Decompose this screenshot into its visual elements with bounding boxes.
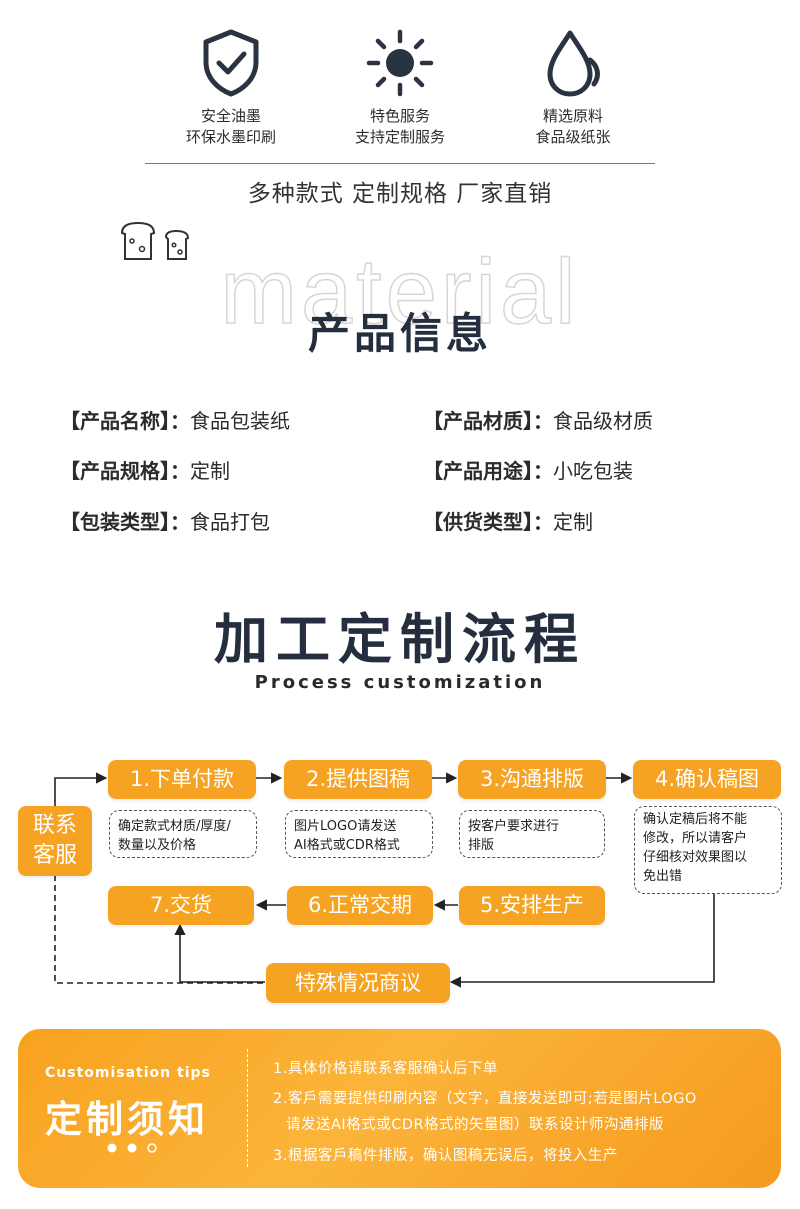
- note-line: 图片LOGO请发送: [294, 819, 397, 834]
- feature-line2: 食品级纸张: [535, 128, 611, 146]
- step-3-layout: 3.沟通排版: [458, 760, 606, 799]
- shield-check-icon: [203, 29, 259, 97]
- tips-title-en: Customisation tips: [45, 1065, 211, 1081]
- info-item: 【产品用途】：小吃包装: [423, 455, 633, 484]
- sun-icon: [366, 29, 434, 97]
- note-line: 修改，所以请客户: [643, 831, 748, 846]
- step-7-delivery: 7.交货: [108, 886, 254, 925]
- info-item: 【产品材质】：食品级材质: [423, 405, 653, 434]
- tips-line: 请发送AI格式或CDR格式的矢量图）联系设计师沟通排版: [286, 1117, 665, 1133]
- note-line: 确认定稿后将不能: [643, 812, 748, 827]
- info-item: 【包装类型】：食品打包: [60, 506, 270, 535]
- water-drop-icon: [547, 30, 600, 97]
- contact-line2: 客服: [32, 843, 77, 868]
- divider: [145, 163, 655, 164]
- info-value: 定制: [553, 510, 593, 534]
- step-2-note: 图片LOGO请发送 AI格式或CDR格式: [285, 810, 433, 858]
- info-item: 【供货类型】：定制: [423, 506, 593, 535]
- watermark-text: material: [220, 240, 580, 344]
- info-value: 食品级材质: [553, 409, 653, 433]
- info-value: 食品打包: [190, 510, 270, 534]
- info-key: 【产品规格】：: [60, 459, 190, 483]
- note-line: 仔细核对效果图以: [643, 850, 748, 865]
- note-line: AI格式或CDR格式: [294, 838, 400, 853]
- tips-line: 1.具体价格请联系客服确认后下单: [273, 1061, 498, 1077]
- info-value: 食品包装纸: [190, 409, 290, 433]
- step-1-note: 确定款式材质/厚度/ 数量以及价格: [109, 810, 257, 858]
- info-value: 小吃包装: [553, 459, 633, 483]
- tips-title-zh: 定制须知: [45, 1098, 209, 1141]
- process-subtitle: Process customization: [254, 672, 546, 693]
- step-3-note: 按客户要求进行 排版: [459, 810, 605, 858]
- step-2-provide-artwork: 2.提供图稿: [284, 760, 432, 799]
- tips-divider: [247, 1049, 248, 1167]
- step-6-lead-time: 6.正常交期: [287, 886, 433, 925]
- contact-service-button[interactable]: 联系 客服: [18, 806, 92, 876]
- note-line: 免出错: [643, 869, 683, 884]
- info-key: 【产品用途】：: [423, 459, 553, 483]
- note-line: 确定款式材质/厚度/: [118, 819, 231, 834]
- tips-line: 2.客戶需要提供印刷内容（文字，直接发送即可;若是图片LOGO: [273, 1091, 697, 1107]
- customisation-tips-panel: Customisation tips 定制须知 1.具体价格请联系客服确认后下单…: [18, 1029, 781, 1188]
- feature-line2: 支持定制服务: [354, 128, 445, 146]
- info-key: 【产品材质】：: [423, 409, 553, 433]
- step-5-production: 5.安排生产: [459, 886, 605, 925]
- bread-icon: [120, 221, 190, 260]
- note-line: 按客户要求进行: [468, 819, 560, 834]
- step-1-order-pay: 1.下单付款: [108, 760, 256, 799]
- info-key: 【供货类型】：: [423, 510, 553, 534]
- step-4-confirm-proof: 4.确认稿图: [633, 760, 781, 799]
- special-case-negotiation: 特殊情况商议: [266, 963, 450, 1003]
- feature-line1: 精选原料: [542, 107, 603, 125]
- feature-line1: 安全油墨: [200, 107, 261, 125]
- feature-line2: 环保水墨印刷: [185, 128, 276, 146]
- pagination-dots: [107, 1143, 157, 1153]
- feature-raw-material: 精选原料 食品级纸张: [493, 28, 653, 148]
- contact-line1: 联系: [32, 813, 77, 838]
- info-key: 【产品名称】：: [60, 409, 190, 433]
- product-info-title: 产品信息: [307, 309, 492, 358]
- info-value: 定制: [190, 459, 230, 483]
- info-key: 【包装类型】：: [60, 510, 190, 534]
- info-item: 【产品规格】：定制: [60, 455, 230, 484]
- tips-line: 3.根据客戶稿件排版，确认图稿无误后，将投入生产: [273, 1148, 618, 1164]
- feature-special-service: 特色服务 支持定制服务: [320, 28, 480, 148]
- note-line: 排版: [468, 838, 495, 853]
- feature-line1: 特色服务: [369, 107, 430, 125]
- tagline: 多种款式 定制规格 厂家直销: [247, 181, 553, 207]
- process-title: 加工定制流程: [214, 608, 586, 671]
- info-item: 【产品名称】：食品包装纸: [60, 405, 290, 434]
- note-line: 数量以及价格: [118, 838, 197, 853]
- feature-safe-ink: 安全油墨 环保水墨印刷: [151, 28, 311, 148]
- step-4-note: 确认定稿后将不能 修改，所以请客户 仔细核对效果图以 免出错: [634, 806, 782, 894]
- process-connectors: [54, 772, 715, 988]
